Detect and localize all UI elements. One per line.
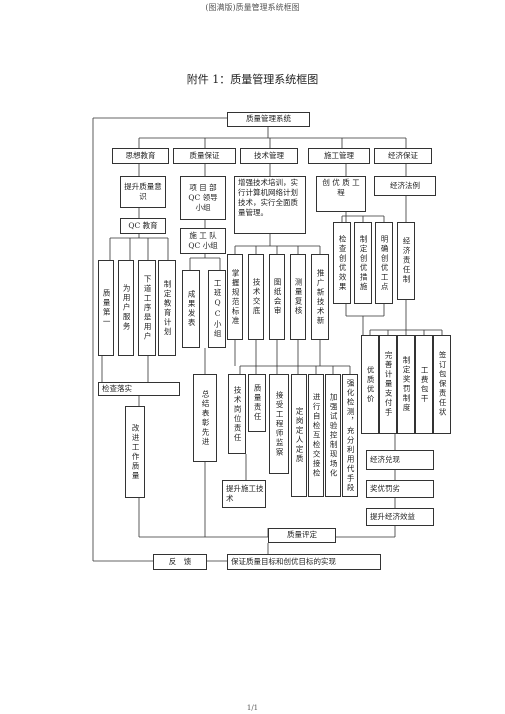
node-jingji-dx: 经济兑现	[366, 450, 434, 470]
node-tisheng-sg: 提升施工技术	[222, 480, 266, 508]
node-tisheng: 提升质量意识	[120, 176, 166, 208]
node-fagui: 经济法例	[374, 176, 436, 196]
node-gongfei: 工费包干	[415, 335, 433, 434]
node-zhangwo: 掌握规范标准	[227, 254, 243, 340]
node-jingji: 经济保证	[374, 148, 432, 164]
node-jiangyou: 奖优罚劣	[366, 480, 434, 498]
node-ding-ding: 定岗定人定质	[291, 374, 307, 497]
node-zhiding-cs: 制定创优措施	[354, 222, 372, 304]
node-zhiliang-first: 质量第一	[98, 260, 114, 356]
node-jishu-gw: 技术岗位责任	[228, 374, 246, 454]
node-celiang: 测量复核	[290, 254, 306, 340]
node-jishu-jiaodi: 技术交底	[248, 254, 264, 340]
node-jingji-zr: 经济责任制	[397, 222, 415, 300]
node-zhiding-jy: 制定教育计划	[158, 260, 176, 356]
page-title: 附件 1：质量管理系统框图	[186, 73, 319, 86]
node-zongjie: 总结表彰先进	[193, 374, 217, 462]
page-header: (图满版)质量管理系统框图	[205, 3, 300, 12]
node-zhiding-jl: 制定奖罚制度	[397, 335, 415, 434]
node-gongban: 工班QC小组	[208, 270, 226, 348]
node-mingque: 明确创优工点	[375, 222, 393, 304]
node-wanshan: 完善计量支付手	[379, 335, 397, 434]
node-zhibao: 质量保证	[173, 148, 236, 164]
node-jinxing: 进行自检互检交接检	[308, 374, 324, 497]
node-xia-gongxu: 下道工序是用户	[138, 260, 156, 356]
node-shigong: 施工管理	[308, 148, 370, 164]
node-baozheng: 保证质量目标和创优目标的实现	[227, 554, 381, 570]
node-tuzhi: 图纸会审	[269, 254, 285, 340]
page-footer: 1/1	[246, 704, 259, 712]
node-tuiguang: 推广新技术新	[311, 254, 329, 340]
node-jieshou: 接受工程师监察	[269, 374, 289, 474]
node-qc-edu: QC 教育	[120, 218, 166, 234]
node-pingding: 质量评定	[268, 528, 336, 543]
node-root: 质量管理系统	[227, 112, 310, 127]
node-jishu: 技术管理	[240, 148, 298, 164]
node-zhiliang-zr: 质量责任	[248, 374, 266, 432]
node-qianding: 签订包保责任状	[433, 335, 451, 434]
node-jiancha-luoshi: 检查落实	[98, 382, 180, 396]
node-xiangmu: 项 目 部 QC 领导 小组	[180, 176, 226, 220]
node-wei-yonghu: 为用户服务	[118, 260, 134, 356]
node-chengguo: 成果发表	[182, 270, 200, 348]
node-sixiang: 思想教育	[112, 148, 169, 164]
node-tisheng-jj: 提升经济效益	[366, 508, 434, 526]
node-jiancha: 检查创优效果	[333, 222, 351, 304]
node-gaijin: 改进工作质量	[125, 406, 145, 498]
node-qianghua: 强化检测，充分利用代手段	[342, 374, 358, 497]
node-jiaqiang: 加强试验控制现场化	[325, 374, 341, 497]
node-shigongdui: 施 工 队 QC 小组	[180, 228, 226, 254]
node-fankui: 反 馈	[153, 554, 207, 570]
node-zengqiang: 增强技术培训，实行计算机网络计划技术，实行全面质量管理。	[234, 176, 306, 234]
node-youzhi: 优质优价	[361, 335, 379, 434]
node-chuangyou: 创 优 质 工 程	[316, 176, 366, 212]
